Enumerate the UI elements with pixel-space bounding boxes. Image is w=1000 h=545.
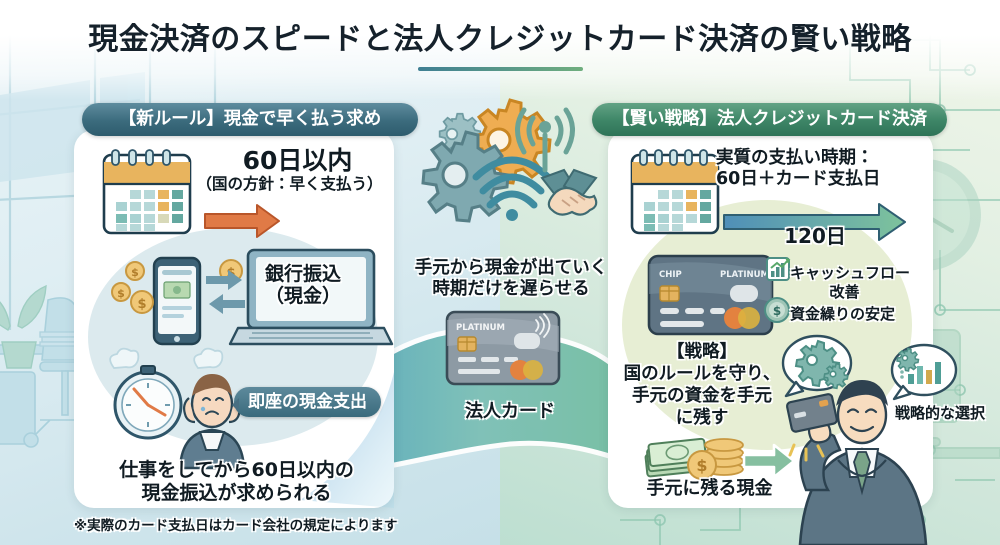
title-block: 現金決済のスピードと法人クレジットカード決済の賢い戦略 — [0, 14, 1000, 71]
money-left-label: 手元に残る現金 — [646, 478, 773, 499]
benefit-1-line2: 改善 — [829, 283, 860, 301]
deadline-subtext: （国の方針：早く支払う） — [196, 175, 383, 193]
bank-transfer-label: 銀行振込 （現金） — [264, 263, 341, 307]
corporate-card-label: 法人カード — [465, 401, 555, 422]
right-panel-header: 【賢い戦略】法人クレジットカード決済 — [592, 103, 947, 136]
actual-payment-text: 実質の支払い時期： 60日＋カード支払日 — [716, 148, 881, 190]
deadline-text: 60日以内 — [242, 146, 353, 175]
duration-label: 120日 — [784, 224, 846, 248]
strategic-choice-label: 戦略的な選択 — [894, 404, 985, 422]
page-title: 現金決済のスピードと法人クレジットカード決済の賢い戦略 — [88, 22, 912, 57]
delay-text: 手元から現金が出ていく 時期だけを遅らせる — [414, 258, 608, 300]
benefit-2: 資金繰りの安定 — [790, 305, 896, 323]
benefit-1-line1: キャッシュフロー — [790, 264, 911, 282]
left-bottom-text: 仕事をしてから60日以内の 現金振込が求められる — [119, 459, 354, 505]
left-panel-header: 【新ルール】現金で早く払う求め — [82, 103, 418, 136]
strategy-text: 【戦略】 国のルールを守り、 手元の資金を手元 に残す — [623, 342, 781, 429]
title-underline — [417, 67, 583, 71]
top-white-fade — [0, 0, 1000, 100]
immediate-cash-bubble: 即座の現金支出 — [232, 387, 381, 417]
footnote-text: ※実際のカード支払日はカード会社の規定によります — [74, 518, 398, 534]
